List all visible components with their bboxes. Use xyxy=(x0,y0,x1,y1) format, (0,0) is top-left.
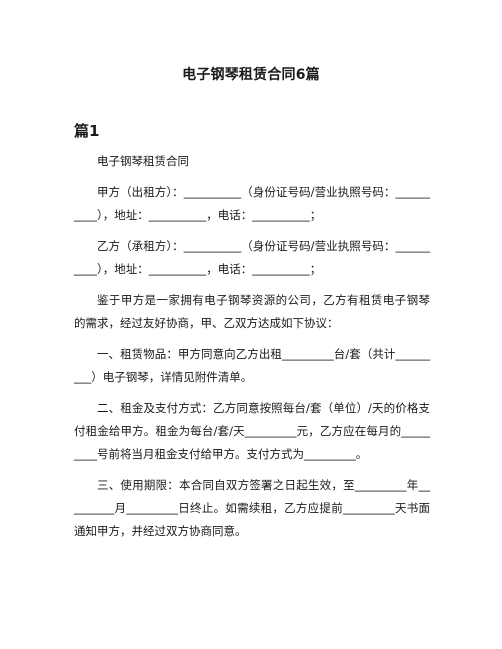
clause-term: 三、使用期限：本合同自双方签署之日起生效，至_________年________… xyxy=(74,478,430,538)
party-a-paragraph: 甲方（出租方）：__________（身份证号码/营业执照号码：________… xyxy=(74,185,430,222)
clause-rent-payment: 二、租金及支付方式：乙方同意按照每台/套（单位）/天的价格支付租金给甲方。租金为… xyxy=(74,401,430,461)
section-heading: 篇1 xyxy=(74,122,100,140)
preamble-paragraph: 鉴于甲方是一家拥有电子钢琴资源的公司，乙方有租赁电子钢琴的需求，经过友好协商，甲… xyxy=(74,293,430,330)
document-title: 电子钢琴租赁合同6篇 xyxy=(182,67,320,83)
contract-name-paragraph: 电子钢琴租赁合同 xyxy=(97,154,189,168)
party-b-paragraph: 乙方（承租方）：__________（身份证号码/营业执照号码：________… xyxy=(74,239,430,276)
document-body: 电子钢琴租赁合同 甲方（出租方）：__________（身份证号码/营业执照号码… xyxy=(74,150,430,551)
clause-rental-items: 一、租赁物品：甲方同意向乙方出租_________台/套（共计_________… xyxy=(74,347,430,384)
